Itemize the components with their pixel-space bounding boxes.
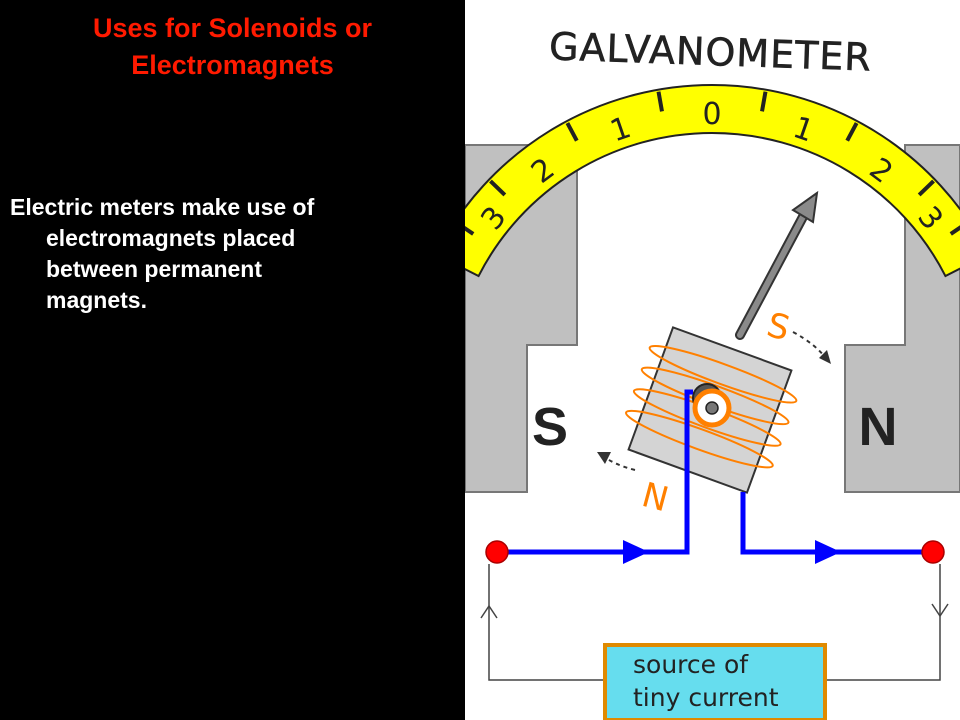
scale-tick (949, 225, 960, 236)
slide-body-text: Electric meters make use of electromagne… (10, 192, 455, 316)
body-line-3: between permanent (46, 256, 262, 282)
coil-wires (503, 389, 933, 555)
source-label-line-2: tiny current (633, 683, 779, 712)
slide-title: Uses for Solenoids or Electromagnets (0, 10, 465, 84)
external-circuit (480, 564, 949, 681)
scale-band (465, 84, 960, 278)
source-label-line-1: source of (633, 650, 749, 679)
galvanometer-diagram: GALVANOMETER S N 3 2 1 0 1 2 3 (465, 0, 960, 720)
galvanometer-svg: GALVANOMETER S N 3 2 1 0 1 2 3 (465, 0, 960, 720)
text-panel: Uses for Solenoids or Electromagnets Ele… (0, 0, 465, 720)
scale-tick (845, 122, 859, 142)
wire-arrow-left (623, 540, 649, 564)
terminal-right (921, 540, 945, 564)
title-line-2: Electromagnets (131, 50, 334, 80)
scale-tick (489, 179, 507, 197)
galvanometer-scale: 3 2 1 0 1 2 3 (465, 84, 960, 278)
scale-tick (760, 91, 768, 112)
right-magnet-label: N (859, 397, 898, 457)
rotation-arrow-top-head (819, 350, 831, 364)
scale-ticks (465, 91, 960, 236)
scale-label-zero: 0 (702, 97, 721, 132)
galvanometer-heading: GALVANOMETER (548, 24, 872, 79)
terminal-left (485, 540, 509, 564)
body-line-1: Electric meters make use of (10, 194, 315, 220)
body-line-4: magnets. (46, 287, 147, 313)
current-source-box (603, 643, 827, 720)
scale-tick (656, 91, 664, 112)
body-line-2: electromagnets placed (46, 225, 296, 251)
wire-arrow-right (815, 540, 841, 564)
pivot-center (705, 401, 719, 415)
rotation-arrow-bottom-head (597, 452, 611, 464)
scale-tick (465, 225, 475, 236)
title-line-1: Uses for Solenoids or (92, 13, 373, 43)
scale-tick (917, 179, 935, 197)
pointer-needle (735, 190, 819, 340)
scale-tick (565, 122, 579, 142)
left-magnet-label: S (532, 397, 568, 457)
